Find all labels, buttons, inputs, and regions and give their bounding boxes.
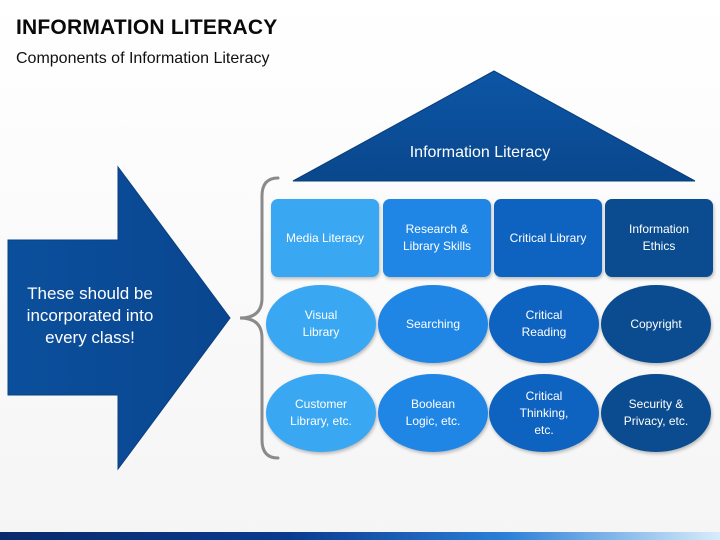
arrow-label: These should be incorporated into every … <box>26 284 154 347</box>
oval-searching: Searching <box>378 285 488 363</box>
header-box-critical-library: Critical Library <box>494 199 602 277</box>
slide-title: INFORMATION LITERACY <box>16 16 278 39</box>
header-box-research-library-skills: Research & Library Skills <box>383 199 491 277</box>
oval-customer-library: Customer Library, etc. <box>266 374 376 452</box>
oval-copyright: Copyright <box>601 285 711 363</box>
oval-critical-reading: Critical Reading <box>489 285 599 363</box>
oval-boolean-logic: Boolean Logic, etc. <box>378 374 488 452</box>
curly-bracket <box>239 176 280 460</box>
header-box-information-ethics: Information Ethics <box>605 199 713 277</box>
oval-security-privacy: Security & Privacy, etc. <box>601 374 711 452</box>
slide-subtitle: Components of Information Literacy <box>16 50 270 67</box>
oval-critical-thinking: Critical Thinking, etc. <box>489 374 599 452</box>
footer-gradient-bar <box>0 532 720 540</box>
big-arrow <box>7 165 231 471</box>
oval-visual-library: Visual Library <box>266 285 376 363</box>
header-box-media-literacy: Media Literacy <box>271 199 379 277</box>
roof-label: Information Literacy <box>409 144 551 161</box>
roof-triangle <box>292 70 696 182</box>
